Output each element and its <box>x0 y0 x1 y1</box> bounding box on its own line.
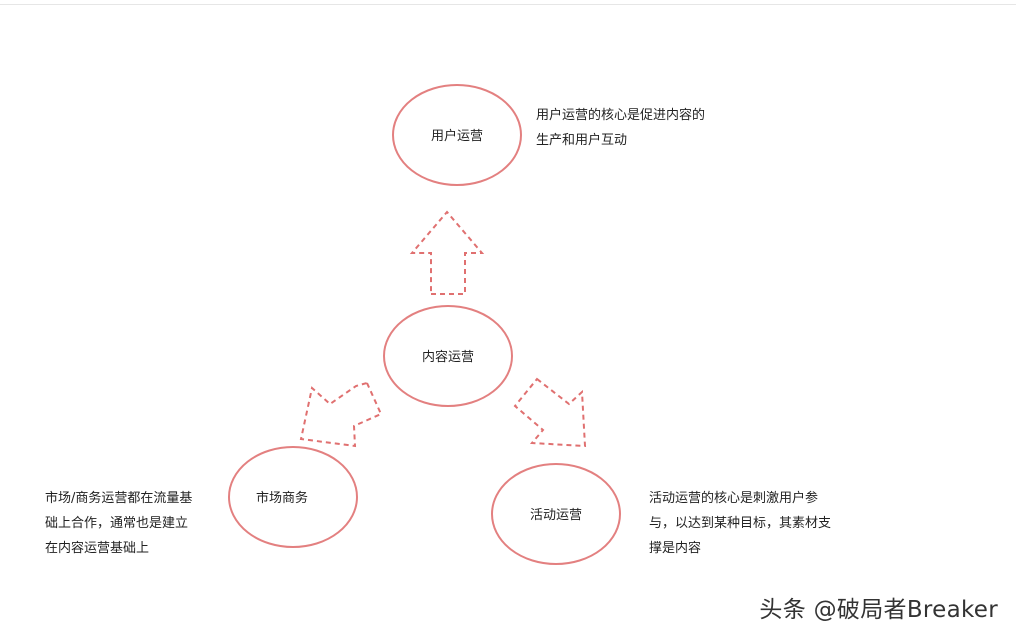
user-ops-note-line-2: 生产和用户互动 <box>536 133 628 148</box>
node-user-ops-label: 用户运营 <box>431 128 483 144</box>
node-market-ops-label: 市场商务 <box>256 490 308 506</box>
node-activity-ops-label: 活动运营 <box>530 508 582 523</box>
node-user-ops-ellipse <box>392 84 522 186</box>
user-ops-note-line-1: 用户运营的核心是促进内容的 <box>536 108 706 123</box>
node-market-ops-ellipse <box>228 446 358 548</box>
activity-ops-note-line-2: 与，以达到某种目标，其素材支 <box>649 516 832 531</box>
market-ops-note-line-2: 础上合作，通常也是建立 <box>45 516 189 531</box>
activity-ops-note-line-1: 活动运营的核心是刺激用户参 <box>649 491 819 506</box>
node-content-ops-label: 内容运营 <box>422 349 474 365</box>
market-ops-note-line-1: 市场/商务运营都在流量基 <box>45 491 193 506</box>
arrow-down-left-to-market-ops <box>299 381 383 448</box>
node-content-ops-ellipse <box>383 305 513 407</box>
arrow-down-right-to-activity-ops <box>513 377 587 448</box>
user-ops-note: 用户运营的核心是促进内容的 生产和用户互动 <box>536 103 705 153</box>
market-ops-note: 市场/商务运营都在流量基 础上合作，通常也是建立 在内容运营基础上 <box>45 486 192 561</box>
watermark: 头条 @破局者Breaker <box>759 597 998 623</box>
node-activity-ops-ellipse <box>491 463 621 565</box>
arrow-up-to-user-ops <box>409 210 485 295</box>
top-divider <box>0 4 1016 5</box>
market-ops-note-line-3: 在内容运营基础上 <box>45 541 150 556</box>
activity-ops-note: 活动运营的核心是刺激用户参 与，以达到某种目标，其素材支 撑是内容 <box>649 486 831 561</box>
activity-ops-note-line-3: 撑是内容 <box>649 541 702 556</box>
